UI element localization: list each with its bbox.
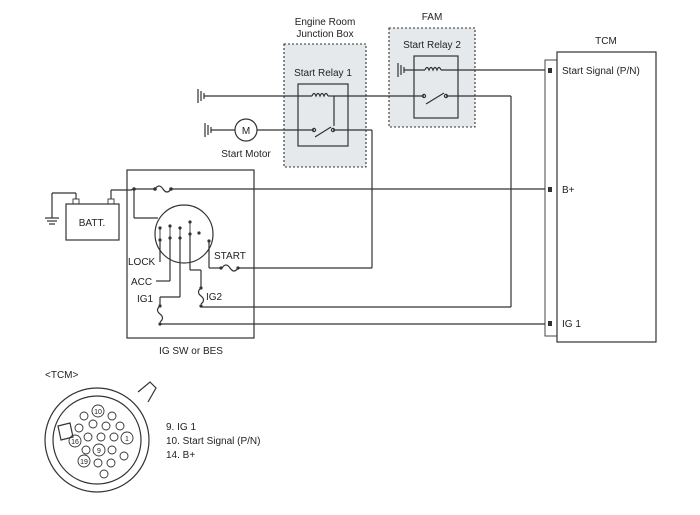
ground-symbol [197,89,205,103]
start-motor-label: Start Motor [221,149,271,160]
tcm-pin-marker [548,187,552,192]
start-relay-2 [413,55,459,119]
tcm-title: TCM [595,36,617,47]
switch-contacts [158,220,211,243]
tcm-pin-ig1: IG 1 [562,319,581,330]
start-fuse-icon [221,264,239,272]
connector-pin-number: 10 [94,409,102,416]
fam-panel [388,27,476,128]
connector-pin-number: 9 [97,448,101,455]
relay-1-switch [314,126,332,138]
fam-title: FAM [422,12,443,23]
tcm-connector-strip [544,59,558,337]
ground-symbol [45,217,59,225]
lock-label: LOCK [128,257,156,268]
battery [65,203,120,241]
connector-legend-item: 10. Start Signal (P/N) [166,436,260,447]
connector-pin-number: 19 [80,459,88,466]
relay-1-coil [311,92,329,98]
connector-pin-number: 1 [125,436,129,443]
tcm-pin-b-plus: B+ [562,185,575,196]
tcm-pin-marker [548,68,552,73]
engine-room-title-line2: Junction Box [296,29,353,40]
start-label: START [214,251,246,262]
relay-2-switch [425,92,445,105]
connector-title: <TCM> [45,370,79,381]
ignition-switch-rotor [154,204,214,264]
fuse-icon [154,185,172,193]
ig-switch-label: IG SW or BES [159,346,223,357]
start-relay-2-label: Start Relay 2 [403,40,461,51]
motor-symbol: M [242,126,250,137]
ig2-label: IG2 [206,292,223,303]
tcm-box [556,51,657,343]
ground-symbol [204,123,212,137]
start-relay-1 [297,83,349,147]
tcm-pin-start-signal: Start Signal (P/N) [562,66,640,77]
relay-2-coil [424,66,442,72]
ig1-label: IG1 [137,294,154,305]
acc-label: ACC [131,277,152,288]
tcm-connector-face [44,381,157,493]
ig2-fuse-icon [197,287,205,305]
connector-pin-number: 16 [71,439,79,446]
start-relay-1-label: Start Relay 1 [294,68,352,79]
connector-legend-item: 9. IG 1 [166,422,196,433]
engine-room-title-line1: Engine Room [295,17,356,28]
tcm-pin-marker [548,321,552,326]
ig1-fuse-icon [156,305,164,323]
connector-legend-item: 14. B+ [166,450,195,461]
engine-room-junction-box-panel [283,43,367,168]
ig-switch-panel [126,169,255,339]
battery-label: BATT. [79,218,105,229]
